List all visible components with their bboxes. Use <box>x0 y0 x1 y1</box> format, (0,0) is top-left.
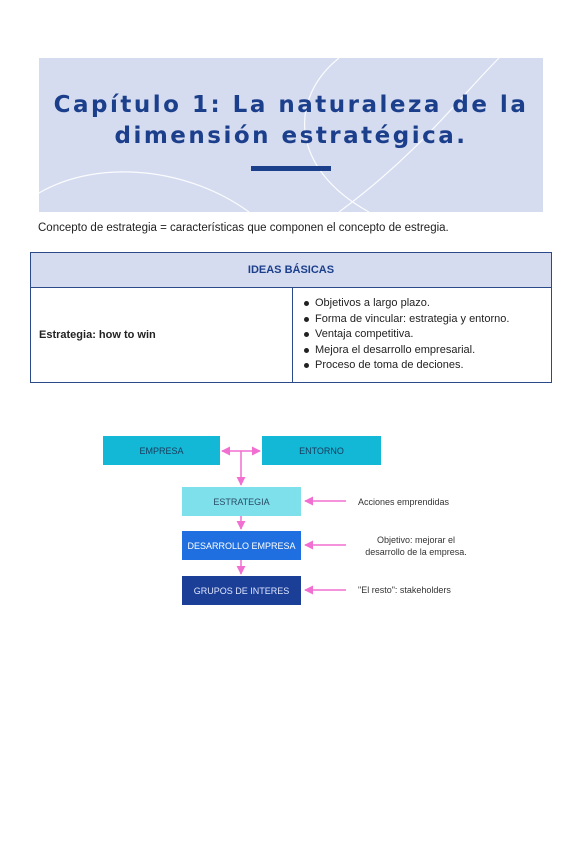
entorno-box: ENTORNO <box>262 436 381 465</box>
ideas-table-row: Estrategia: how to win Objetivos a largo… <box>31 288 551 382</box>
acciones-note: Acciones emprendidas <box>358 497 450 507</box>
banner-decoration <box>39 58 500 212</box>
empresa-box: EMPRESA <box>103 436 220 465</box>
ideas-bullet-list: Objetivos a largo plazo. Forma de vincul… <box>303 296 551 374</box>
ideas-table: IDEAS BÁSICAS Estrategia: how to win Obj… <box>30 252 552 383</box>
objetivo-note-line-2: desarrollo de la empresa. <box>365 547 467 557</box>
title-banner: Capítulo 1: La naturaleza de la dimensió… <box>39 58 543 212</box>
objetivo-note-line-1: Objetivo: mejorar el <box>376 535 456 545</box>
list-item: Objetivos a largo plazo. <box>304 296 551 312</box>
grupos-interes-box: GRUPOS DE INTERES <box>182 576 301 605</box>
ideas-table-header: IDEAS BÁSICAS <box>31 253 551 288</box>
stakeholders-note: "El resto": stakeholders <box>358 585 451 595</box>
ideas-bullets-cell: Objetivos a largo plazo. Forma de vincul… <box>293 288 551 382</box>
intro-text: Concepto de estrategia = características… <box>38 222 449 234</box>
list-item: Mejora el desarrollo empresarial. <box>304 343 551 359</box>
desarrollo-empresa-box: DESARROLLO EMPRESA <box>182 531 301 560</box>
estrategia-box: ESTRATEGIA <box>182 487 301 516</box>
title-line-2: dimensión estratégica. <box>114 123 468 149</box>
ideas-row-label: Estrategia: how to win <box>31 288 293 382</box>
page-title: Capítulo 1: La naturaleza de la dimensió… <box>39 90 543 152</box>
list-item: Ventaja competitiva. <box>304 327 551 343</box>
list-item: Proceso de toma de deciones. <box>304 358 551 374</box>
title-line-1: Capítulo 1: La naturaleza de la <box>53 92 529 118</box>
list-item: Forma de vincular: estrategia y entorno. <box>304 312 551 328</box>
objetivo-note: Objetivo: mejorar el desarrollo de la em… <box>356 534 476 558</box>
title-underline <box>251 166 331 171</box>
